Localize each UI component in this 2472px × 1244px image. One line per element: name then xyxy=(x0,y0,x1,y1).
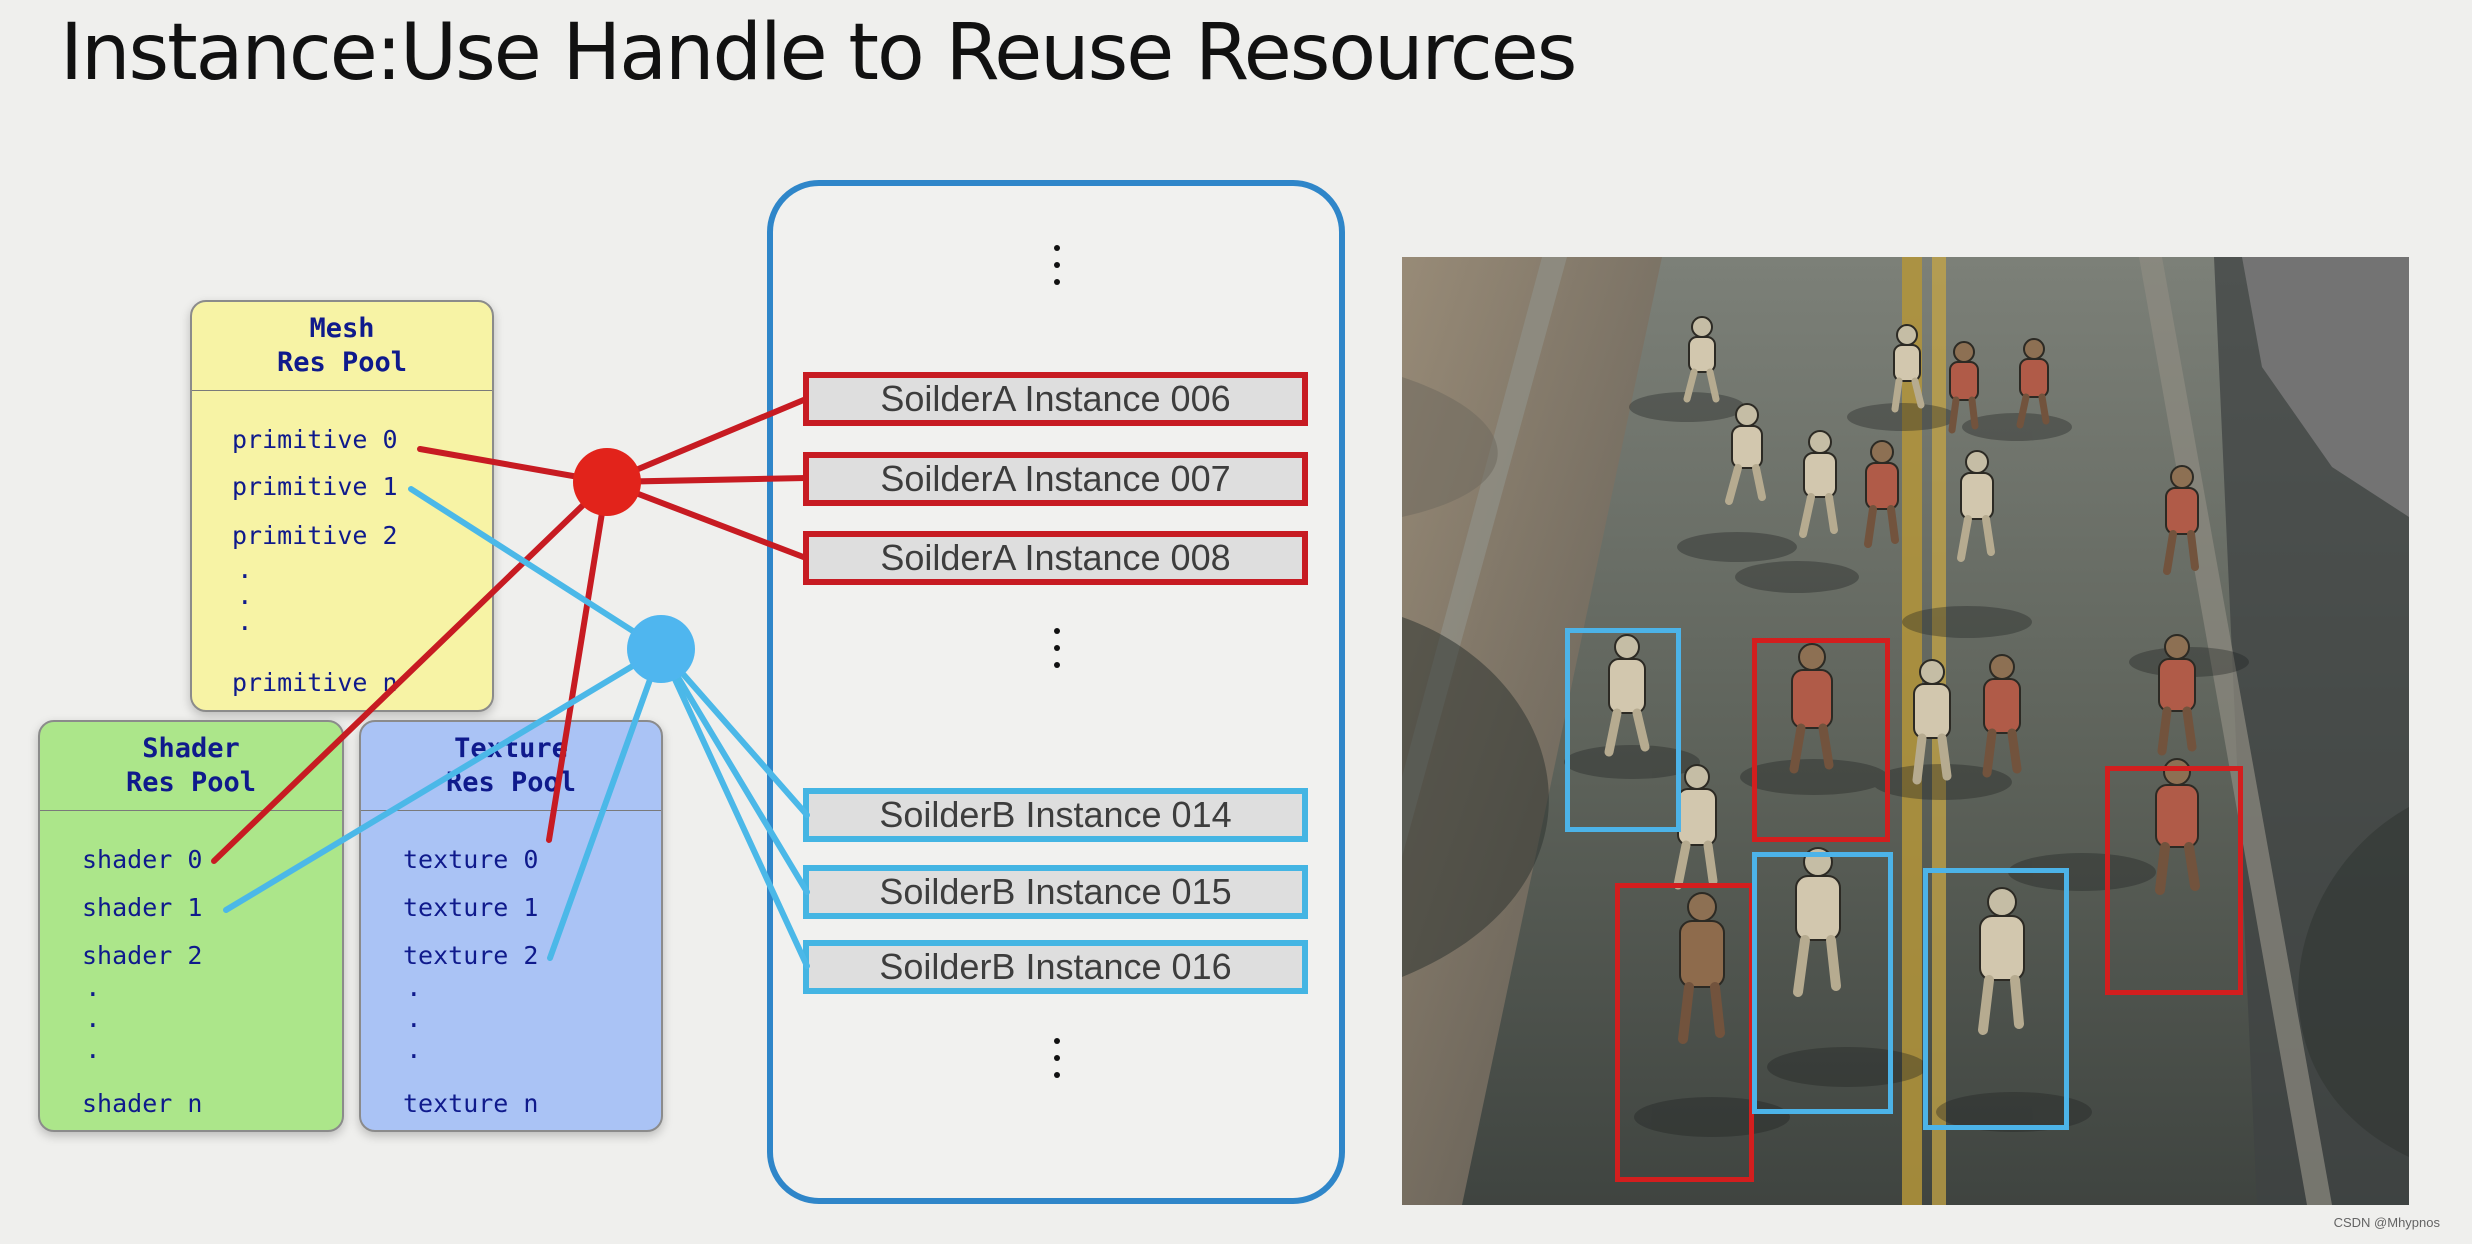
shader-pool-title-line1: Shader xyxy=(142,733,240,765)
shader-pool-item: shader n xyxy=(82,1089,203,1118)
red-line-texture-1 xyxy=(546,479,610,843)
instance-ellipsis-top xyxy=(1047,245,1067,295)
mesh-pool-item: primitive 0 xyxy=(232,425,398,454)
soldier-a-instance: SoilderA Instance 007 xyxy=(803,452,1308,506)
shader-ellipsis-dot: . xyxy=(85,1035,101,1065)
soldier-b-instance: SoilderB Instance 016 xyxy=(803,940,1308,994)
game-screenshot xyxy=(1402,257,2409,1205)
soldier-b-instance: SoilderB Instance 015 xyxy=(803,865,1308,919)
instance-ellipsis-middle xyxy=(1047,628,1067,678)
texture-pool-item: texture 0 xyxy=(403,845,539,874)
soldier-a-highlight-box xyxy=(1615,883,1754,1182)
mesh-pool-header: Mesh Res Pool xyxy=(192,302,492,391)
blue-line-primitive-1 xyxy=(408,486,664,652)
blue-line-shader-1 xyxy=(223,646,664,913)
blue-line-texture-2 xyxy=(547,646,664,961)
shader-pool-item: shader 2 xyxy=(82,941,203,970)
soldier-b-highlight-box xyxy=(1565,628,1681,832)
soldier-a-instance: SoilderA Instance 008 xyxy=(803,531,1308,585)
mesh-pool-title-line2: Res Pool xyxy=(276,347,408,378)
texture-pool-item: texture n xyxy=(403,1089,539,1118)
shader-ellipsis-dot: . xyxy=(85,973,101,1003)
soldier-a-instance: SoilderA Instance 006 xyxy=(803,372,1308,426)
texture-pool-item: texture 1 xyxy=(403,893,539,922)
shader-pool-item: shader 0 xyxy=(82,845,203,874)
mesh-ellipsis-dot: . xyxy=(237,607,253,637)
mesh-pool-title-line1: Mesh xyxy=(309,313,375,345)
blue-line-instance-015 xyxy=(658,646,810,895)
instance-ellipsis-bottom xyxy=(1047,1038,1067,1088)
red-line-instance-008 xyxy=(604,479,809,561)
shader-pool-header: Shader Res Pool xyxy=(40,722,342,811)
watermark-text: CSDN @Mhypnos xyxy=(2333,1215,2440,1230)
shader-ellipsis-dot: . xyxy=(85,1004,101,1034)
soldier-b-highlight-box xyxy=(1752,852,1893,1114)
shader-pool-item: shader 1 xyxy=(82,893,203,922)
soldier-a-highlight-box xyxy=(2105,766,2243,995)
soldier-b-handle-node xyxy=(627,615,695,683)
shader-pool-title-line2: Res Pool xyxy=(125,767,257,798)
blue-line-instance-014 xyxy=(658,646,810,818)
blue-line-instance-016 xyxy=(658,646,810,969)
mesh-ellipsis-dot: . xyxy=(237,581,253,611)
red-line-shader-0 xyxy=(211,479,610,864)
mesh-res-pool: Mesh Res Pool primitive 0 primitive 1 pr… xyxy=(190,300,494,712)
texture-ellipsis-dot: . xyxy=(406,973,422,1003)
texture-pool-item: texture 2 xyxy=(403,941,539,970)
soldier-b-highlight-box xyxy=(1923,868,2069,1130)
mesh-pool-item: primitive 2 xyxy=(232,521,398,550)
soldier-a-handle-node xyxy=(573,448,641,516)
slide-title: Instance:Use Handle to Reuse Resources xyxy=(60,8,1577,98)
soldier-a-highlight-box xyxy=(1752,638,1890,842)
mesh-ellipsis-dot: . xyxy=(237,555,253,585)
texture-ellipsis-dot: . xyxy=(406,1004,422,1034)
red-line-instance-006 xyxy=(604,396,809,485)
mesh-pool-item: primitive 1 xyxy=(232,472,398,501)
soldier-b-instance: SoilderB Instance 014 xyxy=(803,788,1308,842)
texture-ellipsis-dot: . xyxy=(406,1035,422,1065)
instance-list-panel xyxy=(767,180,1345,1204)
